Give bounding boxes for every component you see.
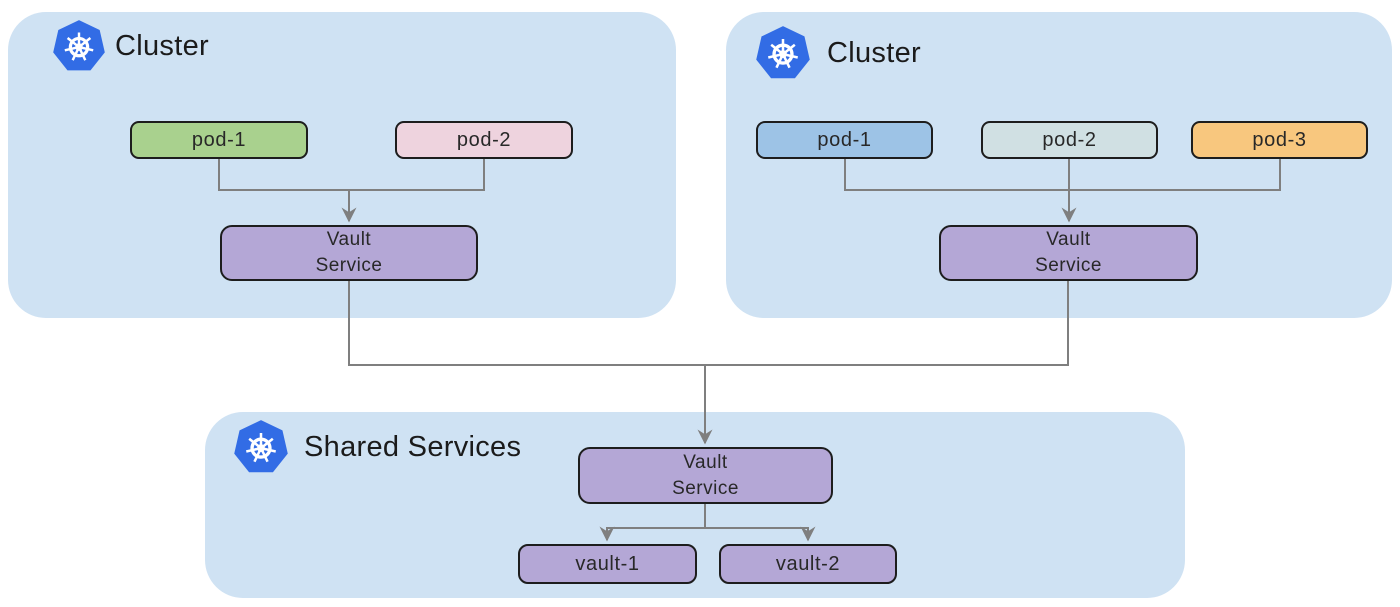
kubernetes-icon	[53, 20, 105, 71]
cluster-left-title: Cluster	[115, 29, 209, 62]
kubernetes-icon	[756, 26, 810, 79]
vault-1-label: vault-1	[575, 552, 640, 575]
right-pod-2-label: pod-2	[1042, 128, 1097, 151]
left-vault-service-node: Vault Service	[220, 225, 478, 281]
shared-vault-service-node: Vault Service	[578, 447, 833, 504]
cluster-right-header: Cluster	[755, 25, 921, 81]
vault-2-node: vault-2	[719, 544, 897, 584]
left-pod-2-node: pod-2	[395, 121, 573, 159]
shared-vault-service-label-line2: Service	[672, 477, 739, 499]
cluster-left-header: Cluster	[52, 19, 209, 73]
right-pod-3-node: pod-3	[1191, 121, 1368, 159]
right-vault-service-node: Vault Service	[939, 225, 1198, 281]
right-pod-1-node: pod-1	[756, 121, 933, 159]
right-vault-service-label-line2: Service	[1035, 255, 1102, 276]
vault-1-node: vault-1	[518, 544, 697, 584]
cluster-right-title: Cluster	[827, 36, 921, 69]
right-pod-2-node: pod-2	[981, 121, 1158, 159]
vault-2-label: vault-2	[775, 552, 841, 575]
left-vault-service-label-line1: Vault	[326, 229, 372, 250]
shared-vault-service-label-line1: Vault	[683, 451, 728, 473]
right-pod-3-label: pod-3	[1252, 128, 1307, 151]
right-pod-1-label: pod-1	[817, 128, 872, 151]
left-pod-1-label: pod-1	[191, 128, 247, 151]
left-pod-1-node: pod-1	[130, 121, 308, 159]
kubernetes-icon	[234, 420, 288, 473]
shared-services-header: Shared Services	[233, 419, 521, 475]
right-vault-service-label-line1: Vault	[1046, 229, 1091, 250]
shared-services-title: Shared Services	[304, 430, 522, 463]
left-vault-service-label-line2: Service	[315, 255, 383, 276]
left-pod-2-label: pod-2	[456, 128, 512, 151]
